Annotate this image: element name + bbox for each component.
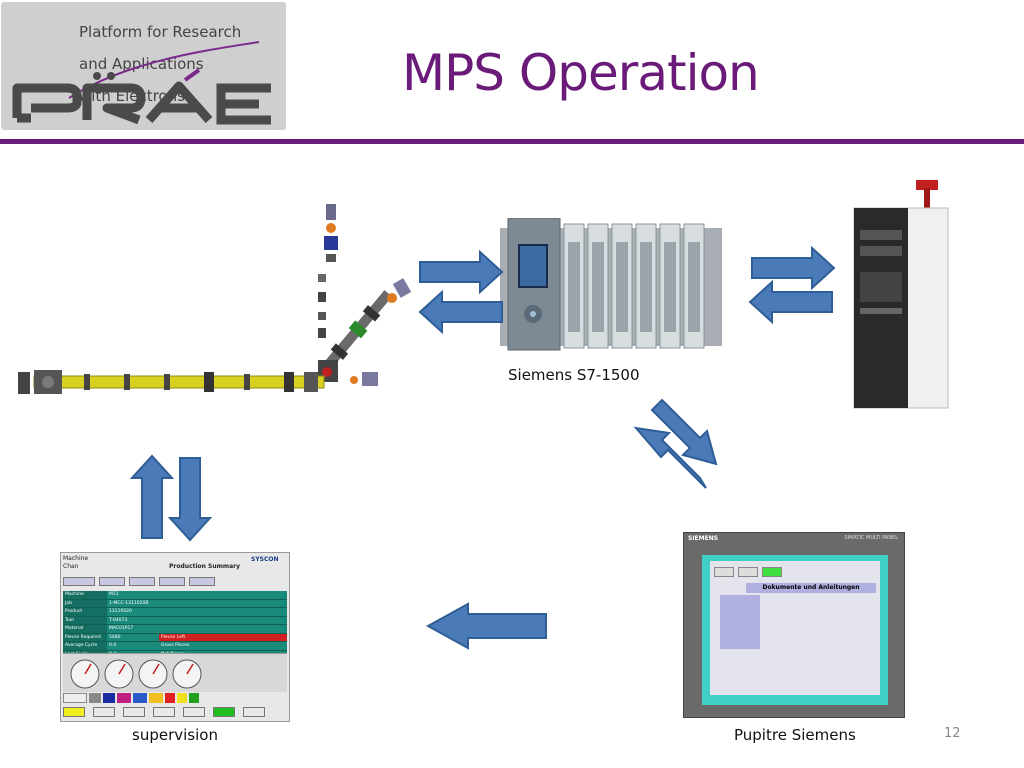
arrow-left-from-cabinet (748, 279, 833, 325)
panel-screen: Dokumente und Anleitungen (710, 561, 880, 695)
arrow-right-to-plc (419, 249, 504, 295)
hmi-title: Production Summary (169, 563, 241, 570)
title-divider (0, 139, 1024, 144)
panel-doc-list (720, 595, 760, 649)
hmi-row-value: M11 (109, 592, 119, 597)
hmi-row-value: 5480 (109, 634, 121, 640)
arrow-down-to-supervision (167, 457, 213, 542)
prae-logo: Platform for Research and Applications w… (1, 2, 286, 130)
panel-heading: Dokumente und Anleitungen (746, 583, 876, 593)
siemens-panel: SIEMENS SIMATIC MULTI PANEL Dokumente un… (683, 532, 905, 718)
hmi-row-label: Pieces Required (63, 633, 107, 641)
arrow-up-to-beamline (129, 454, 175, 539)
hmi-row-label: Material (63, 625, 107, 633)
slide-title: MPS Operation (402, 44, 760, 102)
hmi-brand: SYSCON (251, 556, 279, 563)
panel-model: SIMATIC MULTI PANEL (844, 535, 898, 541)
hmi-row-value: 0.4 (109, 643, 117, 648)
hmi-row-label: Product (63, 608, 107, 616)
hmi-row-value: 1-MCC-1311020B (109, 600, 149, 606)
hmi-row-label: Average Cycle (63, 642, 107, 650)
hmi-row-value: 13110020 (109, 609, 132, 614)
panel-brand: SIEMENS (688, 535, 719, 542)
hmi-header-machine: Machine (63, 555, 89, 562)
panel-screen-border: Dokumente und Anleitungen (702, 555, 888, 705)
hmi-toolbar (63, 577, 287, 586)
hmi-status-bar (63, 693, 287, 703)
arrow-right-to-cabinet (751, 245, 836, 291)
arrow-left-from-plc (418, 289, 503, 335)
hmi-gauges (63, 653, 287, 692)
arrow-left-to-supervision (425, 602, 547, 650)
logo-tagline-line-1: Platform for Research (79, 23, 242, 41)
hmi-row-status (159, 608, 287, 616)
beamline-diagram (18, 204, 412, 394)
cabinet-image (853, 180, 949, 409)
hmi-row-label: Job (63, 599, 107, 607)
hmi-row-label: Machine (63, 591, 107, 599)
hmi-row-status: Pieces Left (159, 633, 287, 641)
hmi-header-chan: Chan (63, 563, 79, 570)
supervision-screen: Machine Chan Production Summary SYSCON M… (60, 552, 290, 722)
arrow-diag-down (650, 398, 718, 466)
hmi-row-status (159, 591, 287, 599)
arrow-diag-up (633, 426, 707, 489)
plc-image (500, 218, 722, 351)
hmi-row-value: MAC01P17 (109, 626, 134, 631)
supervision-caption: supervision (132, 726, 218, 744)
hmi-bottom-buttons (63, 707, 287, 717)
hmi-row-status (159, 617, 287, 625)
hmi-row-status: Gross Pieces (161, 643, 190, 648)
plc-caption: Siemens S7-1500 (508, 366, 640, 384)
hmi-row-value: T-04073 (109, 617, 128, 623)
page-number: 12 (944, 726, 961, 741)
logo-wordmark (12, 41, 271, 125)
hmi-row-status (159, 600, 287, 608)
hmi-row-status (159, 625, 287, 633)
hmi-row-label: Tool (63, 616, 107, 624)
panel-caption: Pupitre Siemens (734, 726, 856, 744)
